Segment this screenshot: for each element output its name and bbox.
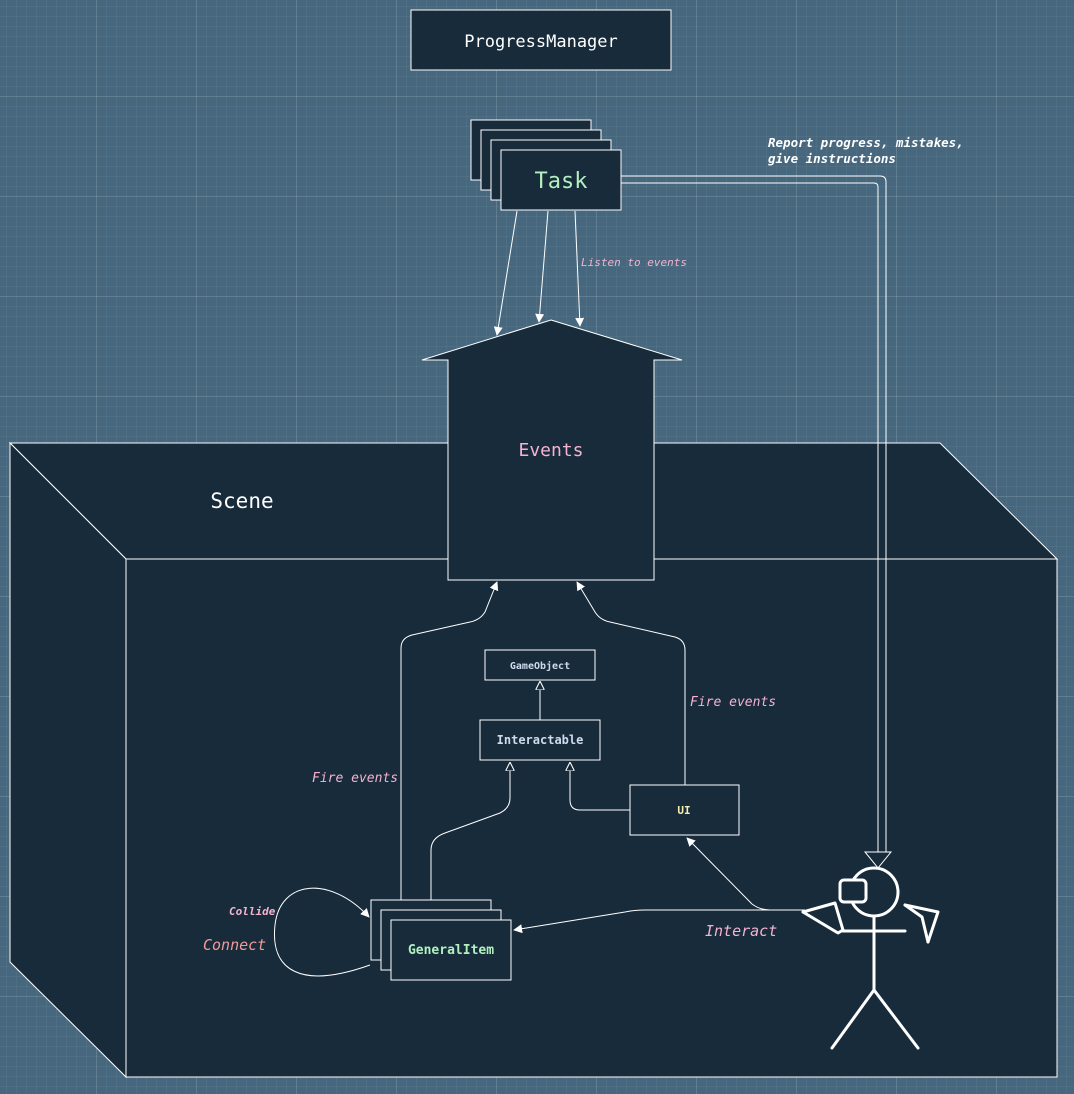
task-stack xyxy=(470,119,622,211)
interact-user-generalitem xyxy=(513,909,805,934)
connect-label: Connect xyxy=(203,936,266,954)
collide-loop xyxy=(273,887,371,977)
fire-ui-events xyxy=(576,581,686,785)
task-box xyxy=(500,149,622,211)
fire-events-right-label: Fire events xyxy=(690,695,776,710)
report-label-line2: give instructions xyxy=(768,151,896,166)
ui-label: UI xyxy=(677,804,690,817)
game-object-box xyxy=(484,649,596,681)
scene-label: Scene xyxy=(210,489,273,513)
progress-manager-label: ProgressManager xyxy=(464,32,618,52)
fire-events-left-label: Fire events xyxy=(312,771,398,786)
game-object-label: GameObject xyxy=(510,660,570,672)
scene-box xyxy=(8,441,1059,1079)
report-label-line1: Report progress, mistakes, xyxy=(768,135,964,150)
ui-box xyxy=(629,784,740,836)
report-connector xyxy=(621,175,893,869)
interact-label: Interact xyxy=(705,922,777,940)
fire-generalitem-events xyxy=(400,581,499,900)
general-item-label: GeneralItem xyxy=(408,943,494,958)
task-label: Task xyxy=(535,169,588,194)
general-item-box xyxy=(390,919,512,981)
scene-front-face xyxy=(125,558,1058,1078)
events-shape xyxy=(421,319,683,581)
collide-label: Collide xyxy=(229,905,276,918)
inherit-ui-interactable xyxy=(570,763,630,811)
inherit-generalitem-interactable xyxy=(430,763,510,900)
general-item-stack xyxy=(370,899,512,981)
interactable-label: Interactable xyxy=(497,733,584,747)
listen-label: Listen to events xyxy=(581,256,687,269)
progress-manager-box xyxy=(410,9,672,71)
events-label: Events xyxy=(518,440,583,461)
vr-user-stick-figure-icon xyxy=(801,866,940,1050)
listen-arrows xyxy=(493,210,585,336)
interactable-box xyxy=(479,719,601,761)
